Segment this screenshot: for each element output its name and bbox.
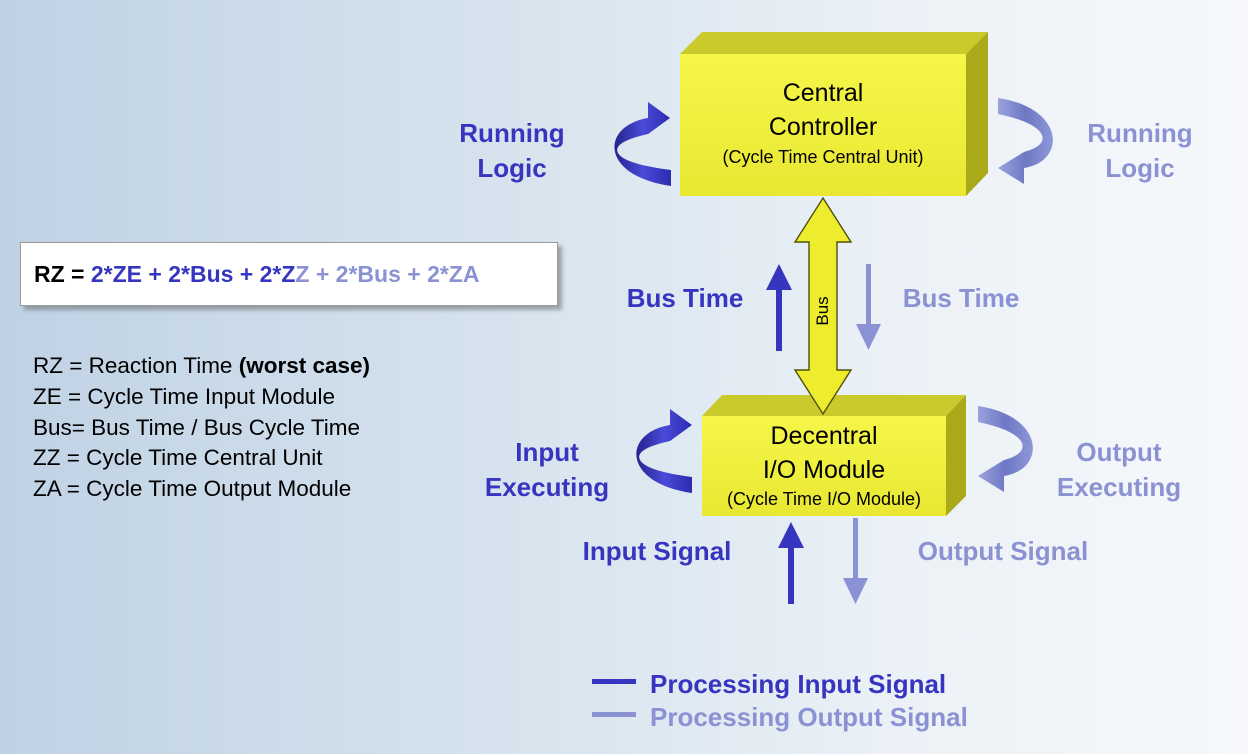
legend-input-line — [592, 679, 636, 684]
bus-double-arrow — [793, 196, 853, 416]
running-logic-left-line1: Running — [459, 118, 565, 148]
legend-output-line — [592, 712, 636, 717]
input-executing-label: Input Executing — [474, 435, 620, 505]
central-controller-title-line1: Central — [782, 79, 864, 107]
central-controller-title-line2: Controller — [768, 113, 878, 141]
running-logic-left-label: Running Logic — [448, 116, 576, 186]
definition-item: Bus= Bus Time / Bus Cycle Time — [33, 414, 360, 440]
bus-time-left-label: Bus Time — [626, 283, 744, 313]
io-module-text: Decentral I/O Module (Cycle Time I/O Mod… — [702, 419, 946, 511]
definition-item: RZ = Reaction Time (worst case) — [33, 353, 371, 378]
input-signal-arrow — [778, 522, 804, 604]
running-logic-left-line2: Logic — [477, 153, 547, 183]
definition-item: ZZ = Cycle Time Central Unit — [33, 445, 323, 471]
output-executing-cycle-arrow — [978, 406, 1033, 492]
output-signal-arrow — [843, 518, 868, 604]
input-executing-line1: Input — [515, 437, 579, 467]
formula-input-part: 2*ZE + 2*Bus + 2*Z — [90, 260, 296, 287]
bus-time-right-label: Bus Time — [902, 283, 1020, 313]
output-executing-line2: Executing — [1056, 472, 1182, 502]
definition-item: ZE = Cycle Time Input Module — [33, 383, 336, 409]
running-logic-right-cycle-arrow — [998, 98, 1053, 184]
bus-label: Bus — [813, 296, 832, 326]
input-signal-label: Input Signal — [582, 536, 732, 566]
bus-time-down-arrow — [856, 264, 881, 350]
output-executing-line1: Output — [1076, 437, 1162, 467]
output-signal-label: Output Signal — [917, 536, 1089, 566]
central-controller-subtitle: (Cycle Time Central Unit) — [722, 147, 924, 167]
running-logic-right-label: Running Logic — [1076, 116, 1204, 186]
central-controller-box — [680, 32, 988, 196]
definition-item: ZA = Cycle Time Output Module — [33, 476, 352, 502]
io-module-subtitle: (Cycle Time I/O Module) — [726, 489, 922, 509]
legend-output-text: Processing Output Signal — [650, 702, 968, 732]
io-module-title-line1: Decentral — [770, 422, 878, 450]
io-module-box — [702, 395, 966, 516]
legend-input-text: Processing Input Signal — [650, 669, 947, 699]
input-executing-line2: Executing — [484, 472, 610, 502]
running-logic-left-cycle-arrow — [614, 102, 671, 186]
input-executing-cycle-arrow — [636, 409, 692, 493]
running-logic-right-line2: Logic — [1105, 153, 1175, 183]
bus-time-up-arrow — [766, 264, 792, 351]
central-controller-text: Central Controller (Cycle Time Central U… — [680, 76, 966, 169]
output-executing-label: Output Executing — [1044, 435, 1194, 505]
definitions-list: RZ = Reaction Time (worst case) ZE = Cyc… — [33, 351, 370, 505]
formula-box: RZ = 2*ZE + 2*Bus + 2*Z Z + 2*Bus + 2*ZA — [20, 242, 558, 306]
running-logic-right-line1: Running — [1087, 118, 1193, 148]
formula-output-part: Z + 2*Bus + 2*ZA — [295, 260, 480, 287]
io-module-title-line2: I/O Module — [762, 456, 886, 484]
formula-prefix: RZ = — [34, 260, 91, 287]
